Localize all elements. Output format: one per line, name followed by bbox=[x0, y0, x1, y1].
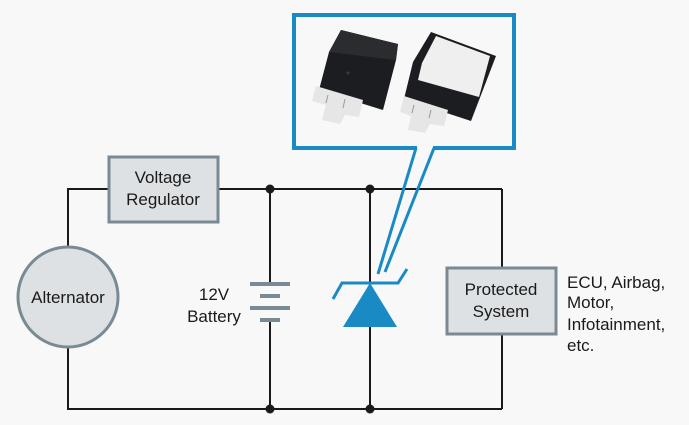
junctions bbox=[265, 184, 375, 414]
annotation-line: etc. bbox=[567, 336, 594, 355]
battery-symbol bbox=[250, 282, 290, 322]
wire-bottom bbox=[67, 346, 502, 410]
annotation-line: Infotainment, bbox=[567, 315, 665, 334]
voltage-regulator-label-1: Voltage bbox=[135, 168, 192, 187]
battery-label-1: 12V bbox=[199, 285, 230, 304]
voltage-regulator-label-2: Regulator bbox=[126, 190, 200, 209]
wires bbox=[67, 188, 503, 410]
device-photo-metal-tab bbox=[400, 32, 496, 133]
junction-dot bbox=[365, 404, 375, 414]
voltage-regulator: Voltage Regulator bbox=[107, 155, 220, 224]
protected-system: Protected System bbox=[445, 266, 558, 336]
junction-dot bbox=[365, 184, 375, 194]
annotation-line: Motor, bbox=[567, 293, 614, 312]
alternator: Alternator bbox=[16, 245, 120, 349]
protected-system-label-1: Protected bbox=[465, 280, 538, 299]
annotation-line: ECU, Airbag, bbox=[567, 273, 665, 292]
device-photo-black bbox=[312, 30, 398, 124]
junction-dot bbox=[265, 404, 275, 414]
protected-system-label-2: System bbox=[473, 302, 530, 321]
alternator-label: Alternator bbox=[31, 288, 105, 307]
tvs-diode-symbol bbox=[331, 268, 409, 327]
wire-top-left bbox=[67, 188, 108, 248]
battery-label-2: Battery bbox=[187, 307, 241, 326]
junction-dot bbox=[265, 184, 275, 194]
callout bbox=[292, 13, 516, 275]
protected-system-annotation: ECU, Airbag, Motor, Infotainment, etc. bbox=[567, 273, 665, 355]
